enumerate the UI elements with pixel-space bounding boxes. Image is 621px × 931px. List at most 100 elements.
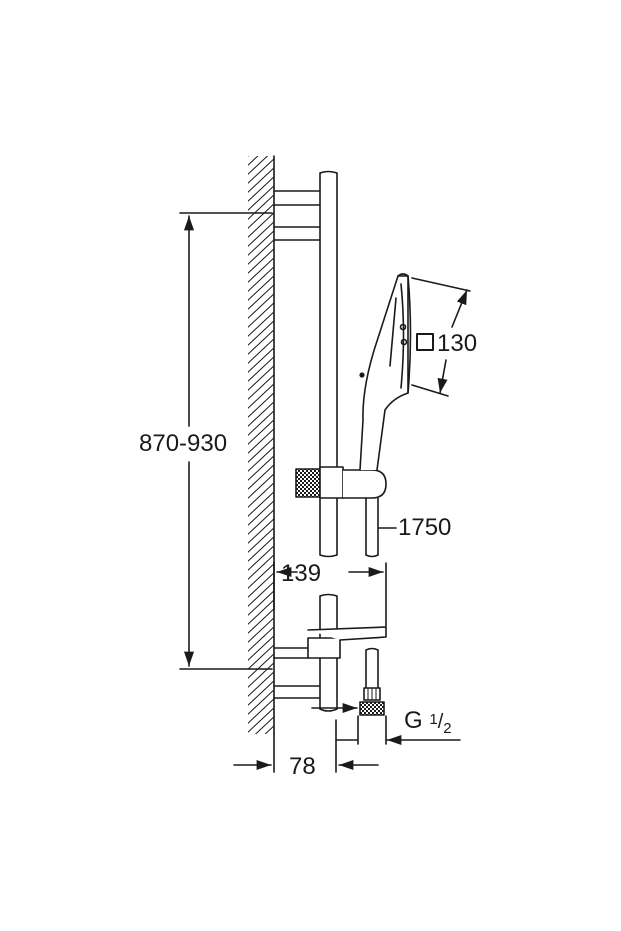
extension-line-head-top [411,277,471,292]
hand-shower [359,273,412,471]
hatch-line [248,320,274,346]
wall [246,155,276,761]
hatch-line [248,617,274,643]
hatch-line [248,572,274,598]
hatch-line [248,293,274,319]
thread-denominator: 2 [443,720,452,737]
hatch-line [248,156,259,166]
hatch-line [248,464,274,490]
height-range-label: 870-930 [139,430,228,457]
square-icon [416,333,434,351]
hatch-line [248,536,274,562]
lower-bracket-outline [273,647,321,699]
hose-connector-ribs [367,687,377,701]
hatch-line [248,527,274,553]
hatch-line [248,347,274,373]
hatch-line [248,581,274,607]
hatch-line [248,644,274,670]
hatch-line [248,662,274,688]
head-size-label: 130 [437,330,478,357]
hatch-line [248,212,274,238]
hatch-line [248,221,274,247]
rail-upper [319,170,338,558]
hatch-line [248,437,274,463]
hatch-line [264,725,274,734]
hatch-line [248,545,274,571]
rail-projection-label: 139 [281,560,322,587]
slider-knob-knurled [295,468,321,498]
hatch-line [248,707,274,733]
wall-offset-label: 78 [289,753,316,780]
hatch-line [248,626,274,652]
soap-shelf [307,626,387,641]
hatch-line [248,185,274,211]
hatch-line [248,329,274,355]
hatch-line [248,653,274,679]
hatch-line [248,203,274,229]
hose-nut-knurled [359,701,385,716]
dimension-line-head-lower [437,359,448,394]
hatch-line [248,698,274,724]
hatch-line [248,635,274,661]
hose-lower-section [365,647,379,691]
slider-holder [342,469,387,499]
hatch-line [248,401,274,427]
thread-numerator: 1 [429,711,438,728]
hatch-line [248,491,274,517]
thread-size-label: G 1/2 [404,707,452,737]
hose-length-label: 1750 [398,514,452,541]
hatch-line [248,500,274,526]
hand-shower-face-inner [400,283,405,389]
hatch-line [248,176,274,202]
hatch-line [246,733,276,761]
hatch-line [248,428,274,454]
hatch-line [248,419,274,445]
upper-wall-bracket [273,190,321,241]
hatch-line [248,392,274,418]
hand-shower-body [359,273,409,471]
dimension-line-head-upper [451,289,468,328]
bracket-block [307,637,341,659]
hatch-line [248,482,274,508]
hand-shower-button [399,323,407,331]
rail-upper-break [319,494,338,558]
hatch-line [248,365,274,391]
hatch-line [248,374,274,400]
hatch-line [248,455,274,481]
hatch-line [248,680,274,706]
hose [359,497,385,716]
hand-shower-face [407,275,412,394]
hatch-line [248,248,274,274]
hand-shower-face-detail [389,297,397,367]
rail-upper-outline [319,170,338,469]
hatch-line [248,239,274,265]
hatch-line [248,554,274,580]
dimension-height [179,212,273,670]
dimension-wall-offset [233,719,379,773]
hatch-line [248,156,249,157]
hatch-line [248,671,274,697]
thread-fraction-slash: / [437,711,444,733]
hatch-line [248,266,274,292]
hatch-line [248,156,269,175]
dimension-head [411,277,471,397]
hatch-line [248,158,274,184]
hatch-line [248,311,274,337]
wall-hatching [246,156,276,761]
hatch-line [248,167,274,193]
dimension-thread [311,702,461,746]
thread-prefix: G [404,707,423,734]
hatch-line [248,338,274,364]
extension-line-head-bottom [411,384,449,397]
hatch-line [248,356,274,382]
hatch-line [248,689,274,715]
hatch-line [254,716,274,734]
hatch-line [248,302,274,328]
lower-wall-bracket [273,626,387,699]
hatch-line [248,563,274,589]
hatch-line [248,257,274,283]
hatch-line [248,410,274,436]
hatch-line [248,608,274,634]
